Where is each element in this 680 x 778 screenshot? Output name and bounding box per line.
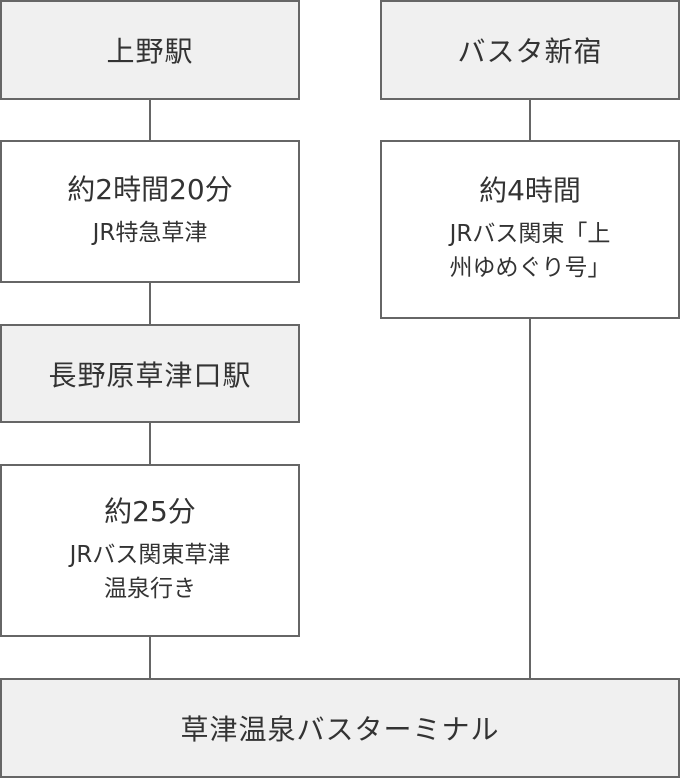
station-ueno: 上野駅 [0,0,300,100]
station-busta-shinjuku: バスタ新宿 [380,0,680,100]
leg-shinjuku-terminal-time: 約4時間 [479,173,581,207]
leg-ueno-naganohara-service: JR特急草津 [92,220,208,247]
connector-shinjuku-leg1 [529,99,531,141]
leg-naganohara-terminal-time: 約25分 [104,494,196,528]
connector-leg1-naganohara [149,282,151,325]
station-kusatsu-onsen-bus-terminal: 草津温泉バスターミナル [0,678,680,778]
station-ueno-label: 上野駅 [106,35,194,68]
station-naganohara-kusatsuguchi: 長野原草津口駅 [0,324,300,423]
leg-shinjuku-terminal-service: JRバス関東「上 州ゆめぐり号」 [449,221,611,282]
station-busta-shinjuku-label: バスタ新宿 [457,35,603,68]
leg-naganohara-terminal-service: JRバス関東草津 温泉行き [69,542,231,603]
leg-naganohara-terminal: 約25分 JRバス関東草津 温泉行き [0,464,300,637]
leg-ueno-naganohara: 約2時間20分 JR特急草津 [0,140,300,283]
connector-naganohara-leg2 [149,422,151,465]
connector-shinjuku-leg1-terminal [529,318,531,679]
connector-leg2-terminal [149,636,151,679]
connector-ueno-leg1 [149,99,151,141]
station-naganohara-kusatsuguchi-label: 長野原草津口駅 [48,358,252,392]
station-kusatsu-onsen-bus-terminal-label: 草津温泉バスターミナル [180,713,500,746]
leg-ueno-naganohara-time: 約2時間20分 [67,172,233,206]
leg-shinjuku-terminal: 約4時間 JRバス関東「上 州ゆめぐり号」 [380,140,680,319]
